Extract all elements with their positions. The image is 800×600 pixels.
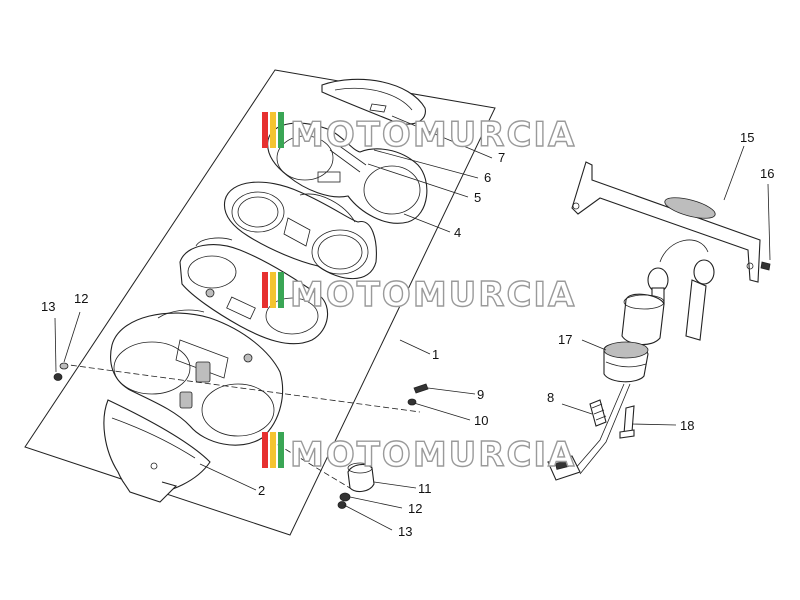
callout-12-bottom: 12 <box>408 501 422 516</box>
part-ignition-switch <box>547 239 715 481</box>
watermark-text: MOTOMURCIA <box>290 275 576 315</box>
callout-6: 6 <box>484 170 491 185</box>
part-top-cover <box>321 78 426 125</box>
callout-13-left: 13 <box>41 299 55 314</box>
part-bolt-right <box>619 405 635 439</box>
part-bolt-left <box>589 399 607 427</box>
callout-13-bottom: 13 <box>398 524 412 539</box>
part-mounting-bracket <box>571 161 761 283</box>
part-upper-bezel <box>267 122 428 224</box>
callout-11: 11 <box>418 481 432 496</box>
part-bracket-screw <box>760 261 771 271</box>
callout-18: 18 <box>680 418 694 433</box>
part-gauge-module <box>179 237 329 345</box>
part-screw-and-washer <box>407 383 429 406</box>
callout-1: 1 <box>432 347 439 362</box>
callout-12-left: 12 <box>74 291 88 306</box>
leader-lines <box>54 115 771 531</box>
callout-17: 17 <box>558 332 572 347</box>
callout-5: 5 <box>474 190 481 205</box>
mounting-axis-line <box>269 439 351 489</box>
callout-16: 16 <box>760 166 774 181</box>
callout-15: 15 <box>740 130 754 145</box>
callout-4: 4 <box>454 225 461 240</box>
part-rear-housing <box>110 309 284 446</box>
part-washer-and-nut-left <box>53 362 69 381</box>
callout-8: 8 <box>547 390 554 405</box>
mounting-axis-line <box>61 363 421 413</box>
watermark-top: MOTOMURCIA <box>262 112 576 156</box>
part-lower-shroud <box>103 399 211 503</box>
watermark-text: MOTOMURCIA <box>290 115 576 155</box>
watermark-bottom: MOTOMURCIA <box>262 432 576 476</box>
part-instrument-housing <box>223 181 377 280</box>
callout-2: 2 <box>258 483 265 498</box>
callout-7: 7 <box>498 150 505 165</box>
callout-labels: 1 2 4 5 6 7 8 9 10 11 12 13 12 13 15 16 … <box>41 130 774 539</box>
assembly-group-frame <box>24 69 496 536</box>
part-rubber-mount <box>337 462 375 509</box>
watermark-text: MOTOMURCIA <box>290 435 576 475</box>
callout-9: 9 <box>477 387 484 402</box>
watermark-middle: MOTOMURCIA <box>262 272 576 316</box>
callout-10: 10 <box>474 413 488 428</box>
